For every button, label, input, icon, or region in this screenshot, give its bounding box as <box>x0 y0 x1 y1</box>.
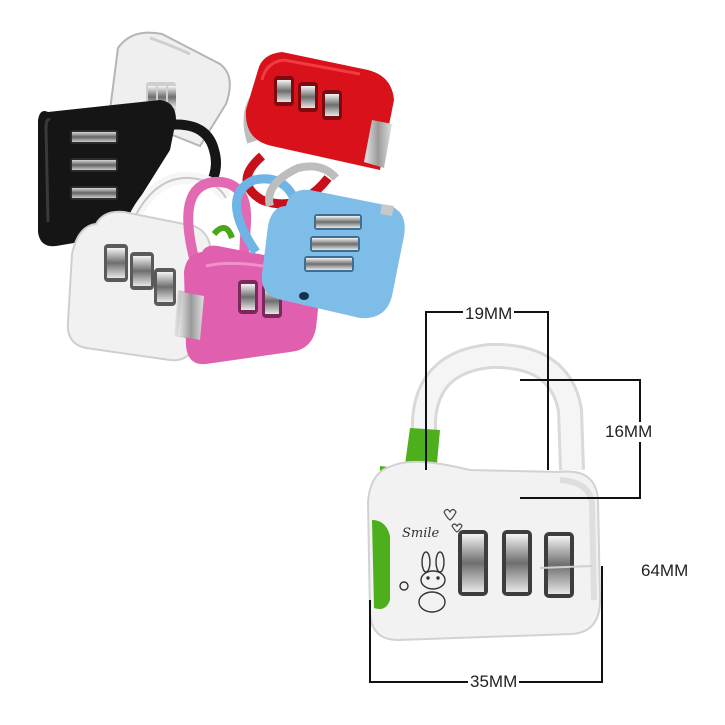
padlock-group <box>38 31 405 365</box>
engraving-text: Smile <box>402 526 440 541</box>
shackle-width-label: 19MM <box>463 304 515 324</box>
blue-padlock <box>232 162 405 319</box>
combination-dials <box>458 530 593 598</box>
body-width-label: 35MM <box>468 672 520 692</box>
black-padlock <box>38 100 221 247</box>
total-height-label: 64MM <box>641 561 689 581</box>
shackle-height-label: 16MM <box>605 422 653 442</box>
detail-padlock <box>366 342 602 642</box>
bunny-engraving <box>399 551 446 613</box>
